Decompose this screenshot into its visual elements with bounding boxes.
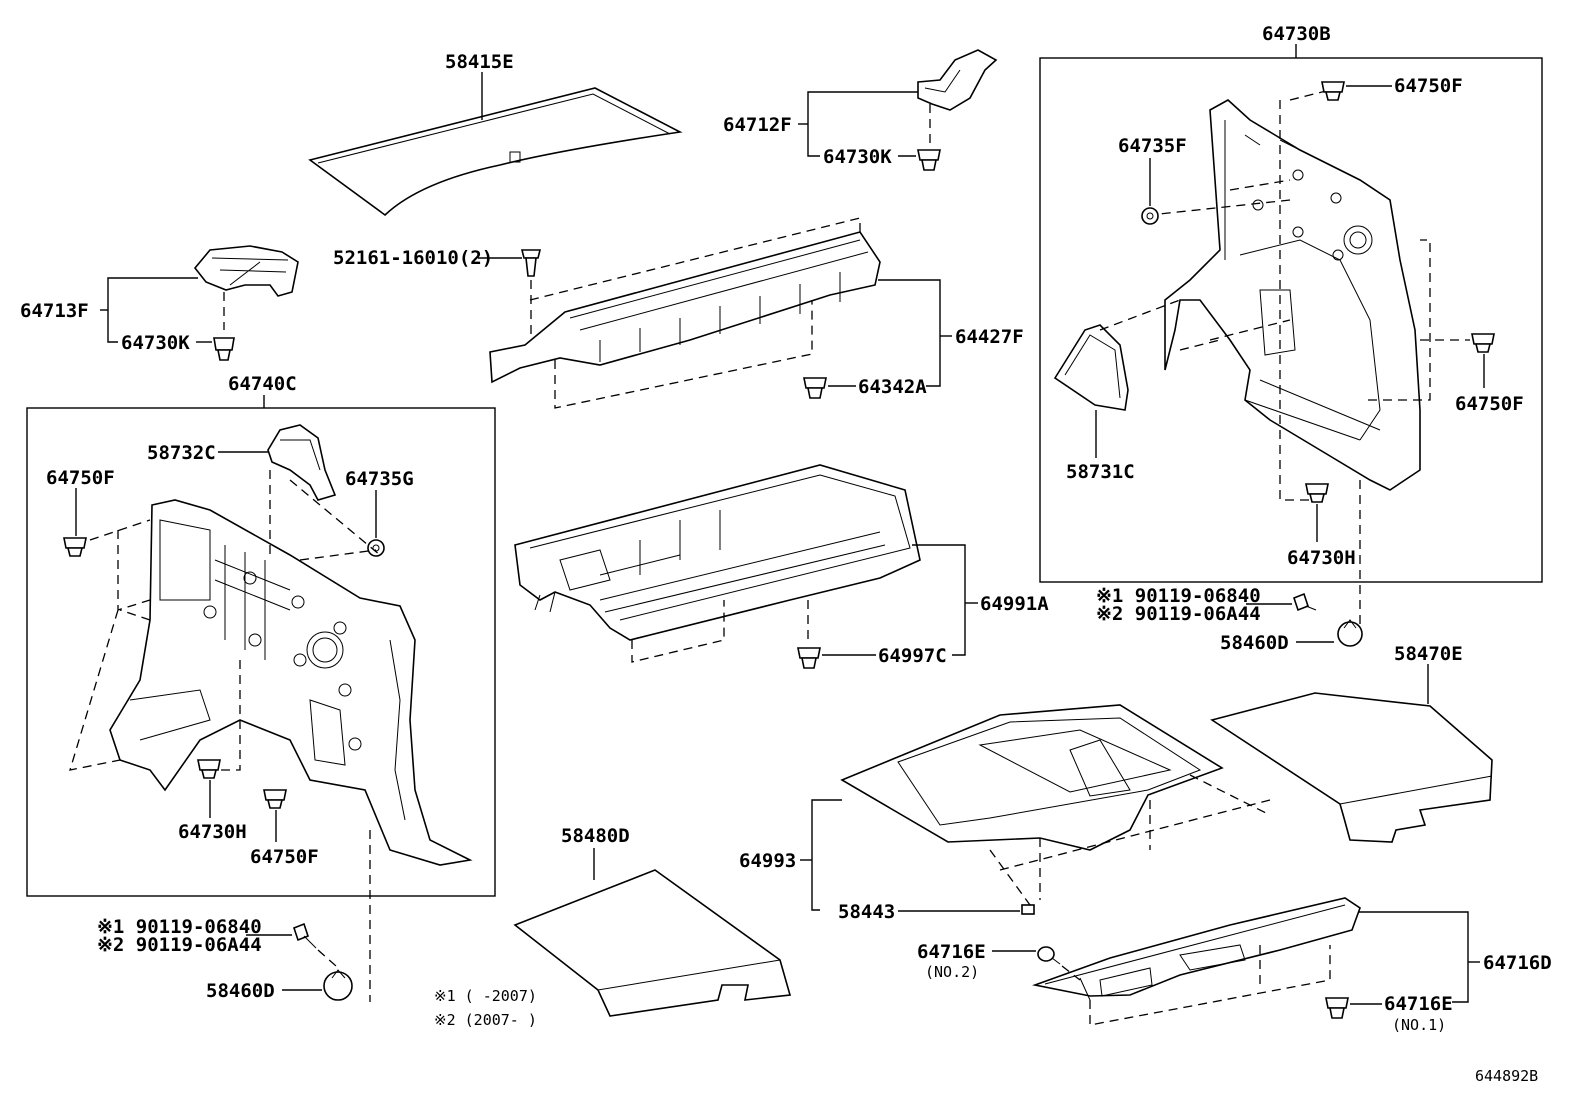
label-64716E-no2: 64716E — [917, 941, 986, 963]
label-64730H-left: 64730H — [178, 821, 247, 843]
label-58480D: 58480D — [561, 825, 630, 847]
clip-58443 — [1021, 904, 1035, 915]
label-58460D-left: 58460D — [206, 980, 275, 1002]
group-box-64740C — [26, 407, 496, 897]
part-58415E-panel — [308, 87, 683, 217]
label-64730K-top: 64730K — [823, 146, 892, 168]
label-90119-06A44-right: ※2 90119-06A44 — [1096, 603, 1261, 625]
label-64716E-no2-note: (NO.2) — [925, 963, 979, 981]
label-64716E-no1-note: (NO.1) — [1392, 1016, 1446, 1034]
clip-64716E-no1 — [1325, 997, 1349, 1019]
clip-64750F-right-mid — [1471, 333, 1495, 353]
label-58470E: 58470E — [1394, 643, 1463, 665]
label-64730H-right: 64730H — [1287, 547, 1356, 569]
label-64342A: 64342A — [858, 376, 927, 398]
clip-64735F — [1141, 207, 1159, 225]
part-58731C-cover — [1053, 324, 1129, 411]
label-64427F: 64427F — [955, 326, 1024, 348]
label-64730B: 64730B — [1262, 23, 1331, 45]
label-52161-16010: 52161-16010(2) — [333, 247, 493, 269]
clip-64730H-right — [1305, 483, 1329, 503]
clip-64750F-right-top — [1321, 81, 1345, 101]
label-90119-06840-right: ※1 90119-06840 — [1096, 585, 1261, 607]
label-64750F-right-top: 64750F — [1394, 75, 1463, 97]
clip-64730K-top — [917, 149, 941, 171]
note-1: ※1 ( -2007) — [434, 987, 537, 1005]
part-58732C-cover — [267, 424, 337, 501]
part-64740C-side-trim — [109, 499, 473, 866]
label-64713F: 64713F — [20, 300, 89, 322]
label-58415E: 58415E — [445, 51, 514, 73]
part-64712F-bracket — [917, 49, 998, 111]
label-90119-06A44-left: ※2 90119-06A44 — [97, 934, 262, 956]
label-58443: 58443 — [838, 901, 895, 923]
label-64735G: 64735G — [345, 468, 414, 490]
clip-64750F-left-bot — [263, 789, 287, 809]
clip-64750F-left-top — [63, 537, 87, 557]
clip-64735G — [367, 539, 385, 557]
label-64716E-no1: 64716E — [1384, 993, 1453, 1015]
label-64730K-left: 64730K — [121, 332, 190, 354]
part-64716D-scuff-plate — [1032, 897, 1361, 1001]
label-64735F: 64735F — [1118, 135, 1187, 157]
label-58731C: 58731C — [1066, 461, 1135, 483]
clip-64730K-left — [213, 337, 235, 361]
clip-64716E-no2 — [1037, 946, 1061, 965]
part-64991A-tray — [514, 464, 921, 641]
part-64713F-bracket — [193, 245, 299, 297]
label-58732C: 58732C — [147, 442, 216, 464]
label-64716D: 64716D — [1483, 952, 1552, 974]
part-58480D-mat — [513, 869, 792, 1017]
label-64991A: 64991A — [980, 593, 1049, 615]
label-64740C: 64740C — [228, 373, 297, 395]
note-2: ※2 (2007- ) — [434, 1011, 537, 1029]
label-64750F-left-top: 64750F — [46, 467, 115, 489]
part-58470E-board — [1210, 692, 1493, 843]
label-90119-06840-left: ※1 90119-06840 — [97, 916, 262, 938]
label-58460D-right: 58460D — [1220, 632, 1289, 654]
clip-64997C — [797, 647, 821, 669]
clip-64342A — [803, 377, 827, 399]
part-64427F-sill — [489, 231, 881, 384]
label-64750F-left-bot: 64750F — [250, 846, 319, 868]
part-64993-deck — [840, 704, 1224, 851]
label-64712F: 64712F — [723, 114, 792, 136]
clip-52161-16010 — [520, 249, 542, 277]
part-64730B-side-trim — [1164, 99, 1421, 491]
clip-58460D-right — [1337, 619, 1363, 647]
clip-58460D-left — [323, 969, 353, 1001]
label-64750F-right-mid: 64750F — [1455, 393, 1524, 415]
diagram-id: 644892B — [1475, 1067, 1538, 1085]
label-64997C: 64997C — [878, 645, 947, 667]
clip-64730H-left — [197, 759, 221, 779]
group-box-64730B — [1039, 57, 1543, 583]
label-64993: 64993 — [739, 850, 796, 872]
bolt-90119-left — [293, 922, 317, 949]
bolt-90119-right — [1293, 592, 1317, 612]
